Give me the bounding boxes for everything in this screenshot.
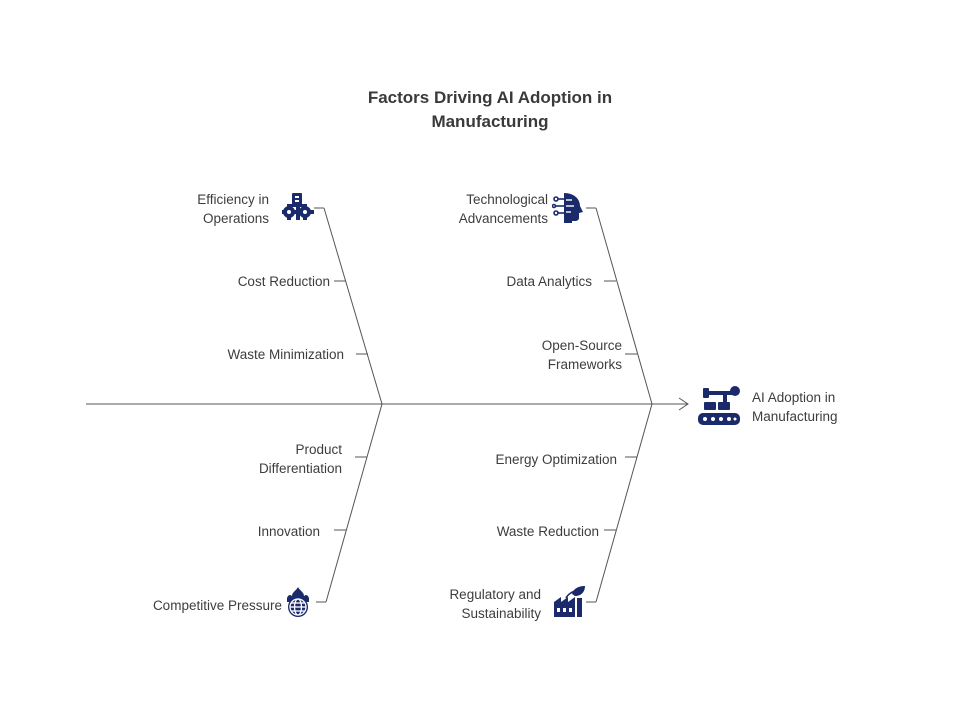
cause-product-differentiation: Product Differentiation [259,440,342,478]
effect-label: AI Adoption in Manufacturing [752,388,838,426]
spine-arrowhead [678,397,689,411]
bone-top-left [323,207,383,405]
product-line-2: Differentiation [258,461,342,476]
product-line-1: Product [295,442,342,457]
eco-factory-icon [554,586,585,617]
cause-waste-reduction: Waste Reduction [496,524,599,539]
cause-data-analytics: Data Analytics [506,274,592,289]
technological-line-2: Advancements [458,211,548,226]
efficiency-line-1: Efficiency in [197,192,269,207]
gear-factory-icon [282,193,314,220]
efficiency-line-2: Operations [202,211,269,226]
cause-waste-minimization: Waste Minimization [227,347,344,362]
robot-arm-conveyor-icon [698,386,740,425]
title-line-1: Factors Driving AI Adoption in [367,88,613,107]
technological-line-1: Technological [466,192,548,207]
cause-innovation: Innovation [257,524,320,539]
bone-top-right [595,207,653,405]
ai-head-circuit-icon [552,193,583,223]
diagram-title: Factors Driving AI Adoption in Manufactu… [340,86,640,134]
effect-line-2: Manufacturing [752,409,838,424]
title-line-2: Manufacturing [431,112,549,131]
open-source-line-2: Frameworks [547,357,622,372]
regulatory-line-1: Regulatory and [449,587,541,602]
cause-open-source-frameworks: Open-Source Frameworks [542,336,622,374]
cause-cost-reduction: Cost Reduction [237,274,330,289]
cause-energy-optimization: Energy Optimization [495,452,617,467]
open-source-line-1: Open-Source [541,338,622,353]
category-competitive-pressure-label: Competitive Pressure [152,598,282,613]
effect-line-1: AI Adoption in [752,390,836,405]
bone-bottom-right [595,403,653,603]
category-regulatory-label: Regulatory and Sustainability [449,585,541,623]
category-technological-label: Technological Advancements [459,190,548,228]
bone-bottom-left [325,403,383,603]
globe-fire-icon [287,587,309,617]
category-efficiency-label: Efficiency in Operations [197,190,269,228]
regulatory-line-2: Sustainability [461,606,541,621]
